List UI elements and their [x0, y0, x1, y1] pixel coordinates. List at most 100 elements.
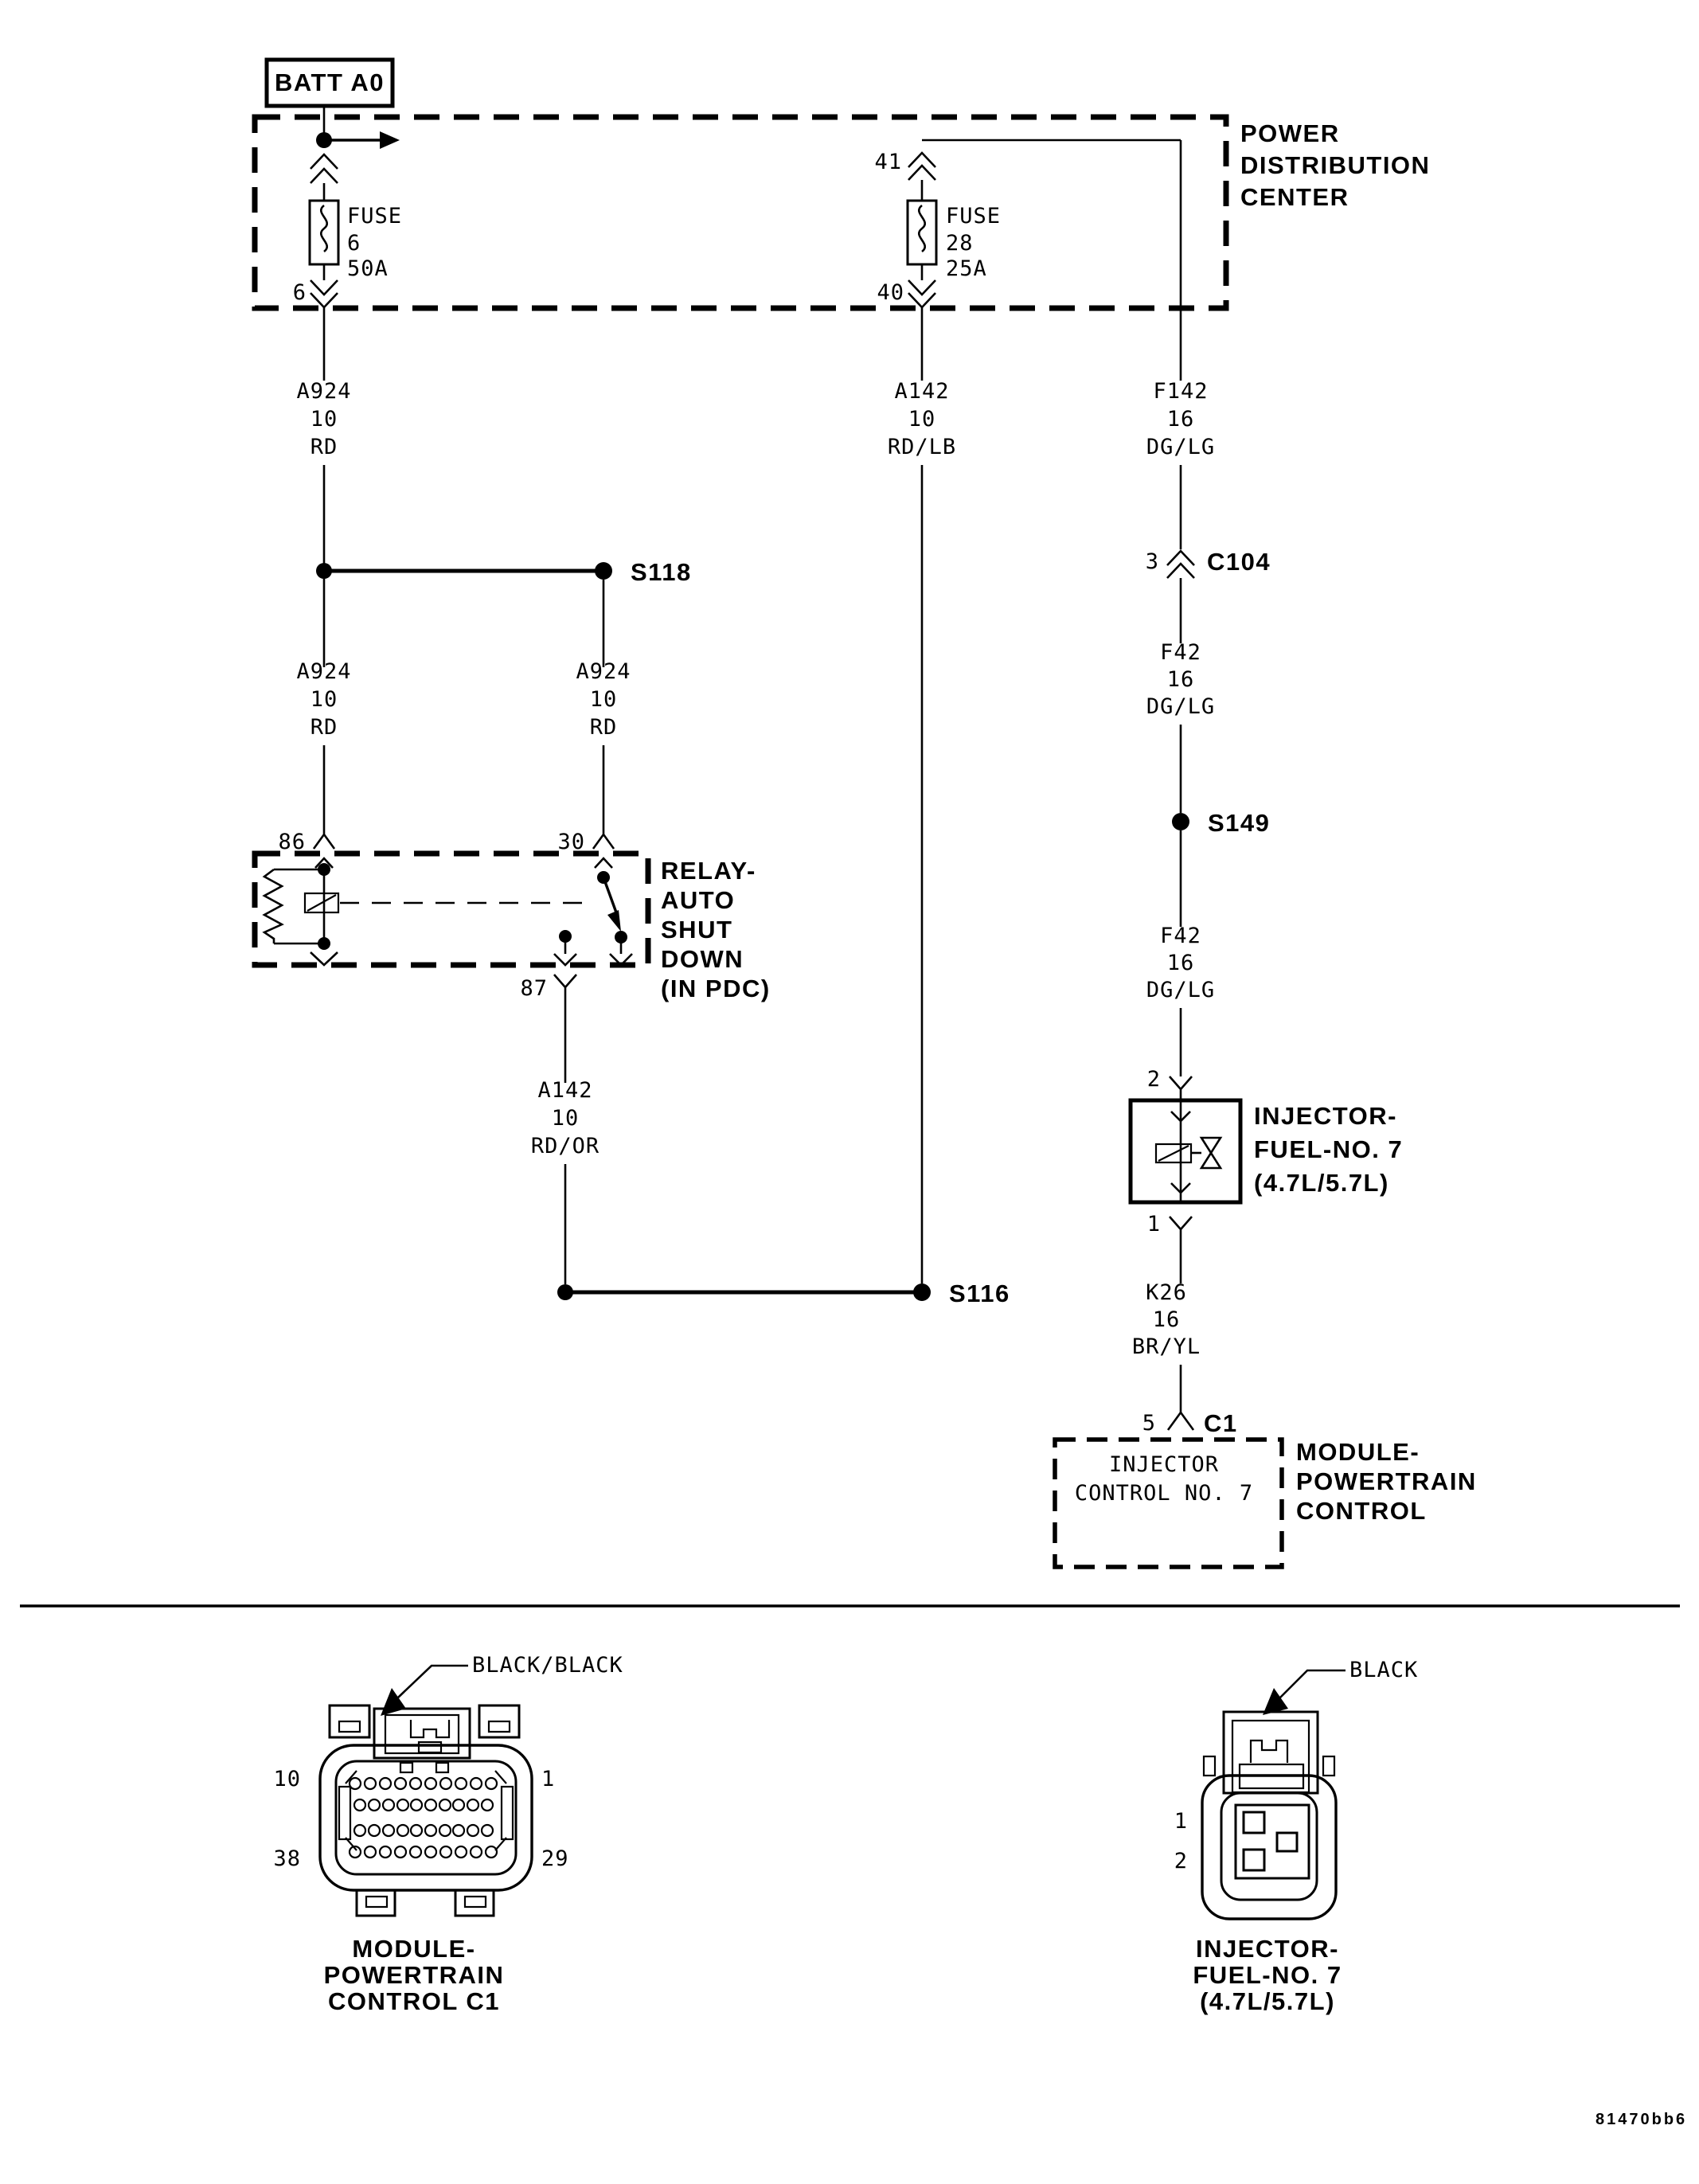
fuse-number: 6 [347, 231, 361, 256]
bottom-tab [355, 1889, 396, 1917]
splice-s118-dot [595, 562, 612, 580]
splice-s116-dot [913, 1283, 931, 1301]
pin-hole [466, 1823, 480, 1838]
fuse-6: FUSE 6 50A [308, 199, 402, 281]
pin-hole [353, 1798, 367, 1812]
chevron-icon [310, 951, 338, 967]
caption-line1: INJECTOR- [1196, 1935, 1339, 1963]
wire-label: A142 [537, 1078, 592, 1103]
connector-inner-face [1220, 1791, 1318, 1901]
side-ear-left [1202, 1755, 1217, 1777]
pin-hole [454, 1776, 468, 1791]
wire-label: 16 [1167, 407, 1195, 432]
caption-line2: FUEL-NO. 7 [1193, 1961, 1342, 1989]
wire-label: DG/LG [1146, 694, 1215, 719]
splice-s116-label: S116 [949, 1280, 1010, 1307]
pin-cavity [1234, 1803, 1310, 1880]
pin-hole [451, 1823, 466, 1838]
pin-hole-row-2 [353, 1798, 494, 1812]
bottom-tab-slot [365, 1895, 389, 1909]
relay-title-line4: DOWN [661, 945, 744, 973]
switch-arrow-icon [607, 910, 621, 932]
pin-hole [393, 1845, 408, 1859]
caption-line3: CONTROL C1 [328, 1987, 500, 2015]
latch-inner [384, 1713, 460, 1755]
fuse-label: FUSE [946, 204, 1001, 229]
pdc-pin-6: 6 [293, 280, 307, 305]
chevron-up-icon [310, 153, 338, 184]
pin-hole [469, 1776, 483, 1791]
fuse-rating: 50A [347, 256, 389, 281]
pin-hole [424, 1845, 438, 1859]
splice-s149-label: S149 [1208, 809, 1270, 837]
wire-label: A924 [296, 379, 351, 404]
side-ear-right [1322, 1755, 1336, 1777]
coil-leads [274, 868, 324, 945]
leader-arrow-icon [381, 1688, 406, 1716]
pin-hole [439, 1776, 453, 1791]
relay-auto-shut-down: RELAY- AUTO SHUT DOWN (IN PDC) [252, 850, 771, 1002]
connector-color-label: BLACK [1349, 1658, 1418, 1682]
leader-line [397, 1664, 468, 1698]
pin-hole-row-1 [348, 1776, 498, 1791]
connector-c104-label: C104 [1207, 548, 1271, 576]
middle-branch-a142: A142 10 RD/LB [888, 307, 955, 1283]
terminal-chevron-icon [1169, 1216, 1193, 1283]
feed-arrow-icon [380, 131, 400, 149]
chevron-icon [594, 857, 613, 869]
pin-hole [484, 1776, 498, 1791]
c104-pin-3: 3 [1146, 549, 1159, 574]
pin-hole [424, 1776, 438, 1791]
wire-label: A924 [576, 659, 631, 684]
pdc-dashed-box [252, 114, 1229, 311]
bottom-tab [454, 1889, 495, 1917]
pdc-title-line1: POWER [1240, 119, 1340, 147]
latch-detail [417, 1741, 443, 1754]
pin-number-10: 10 [273, 1767, 301, 1791]
fuse-label: FUSE [347, 204, 402, 229]
chevron-icon [314, 857, 334, 869]
chevron-down-icon [310, 264, 338, 309]
solenoid-slash [1158, 1145, 1189, 1162]
pin-socket-key [1275, 1831, 1299, 1853]
fuse-body [906, 199, 938, 266]
pin-hole [439, 1845, 453, 1859]
bottom-tab-slot [463, 1895, 487, 1909]
c1-pin-5: 5 [1142, 1411, 1156, 1436]
relay-title-line2: AUTO [661, 886, 735, 914]
relay-coil-box-icon [303, 892, 340, 914]
connector-body [318, 1744, 533, 1892]
relay-title-line5: (IN PDC) [661, 975, 771, 1002]
valve-icon [1199, 1151, 1223, 1170]
pin-hole [363, 1776, 377, 1791]
chevron-icon [609, 937, 633, 967]
relay-title-line3: SHUT [661, 916, 732, 944]
connector-inner-face [334, 1760, 518, 1876]
connector-body [1201, 1774, 1338, 1920]
relay-switch-arm [602, 877, 618, 913]
wire-label: F42 [1160, 640, 1201, 665]
wire-label: 10 [311, 407, 338, 432]
wire-label: 16 [1167, 667, 1195, 692]
injector-title-line3: (4.7L/5.7L) [1254, 1169, 1389, 1197]
wire-label: K26 [1146, 1280, 1187, 1305]
pin-socket-1 [1242, 1811, 1266, 1834]
splice-s149-dot [1172, 813, 1189, 830]
wire-label: RD [590, 715, 618, 740]
wire-label: 10 [908, 407, 936, 432]
power-distribution-center: POWER DISTRIBUTION CENTER BATT A0 FUSE 6… [252, 57, 1429, 311]
pin-hole [438, 1798, 452, 1812]
pcm-content-line1: INJECTOR [1109, 1452, 1219, 1477]
pin-hole [451, 1798, 466, 1812]
pin-hole-row-3 [353, 1823, 494, 1838]
pcm-title-line2: POWERTRAIN [1296, 1467, 1477, 1495]
pin-hole [396, 1798, 410, 1812]
injector-pin-2: 2 [1147, 1067, 1161, 1092]
latch-outer [373, 1707, 471, 1760]
diagram-reference-code: 81470bb6 [1595, 2111, 1687, 2128]
wire-label: BR/YL [1132, 1334, 1201, 1359]
mount-tab-right [478, 1704, 521, 1739]
latch-foot [435, 1761, 450, 1774]
